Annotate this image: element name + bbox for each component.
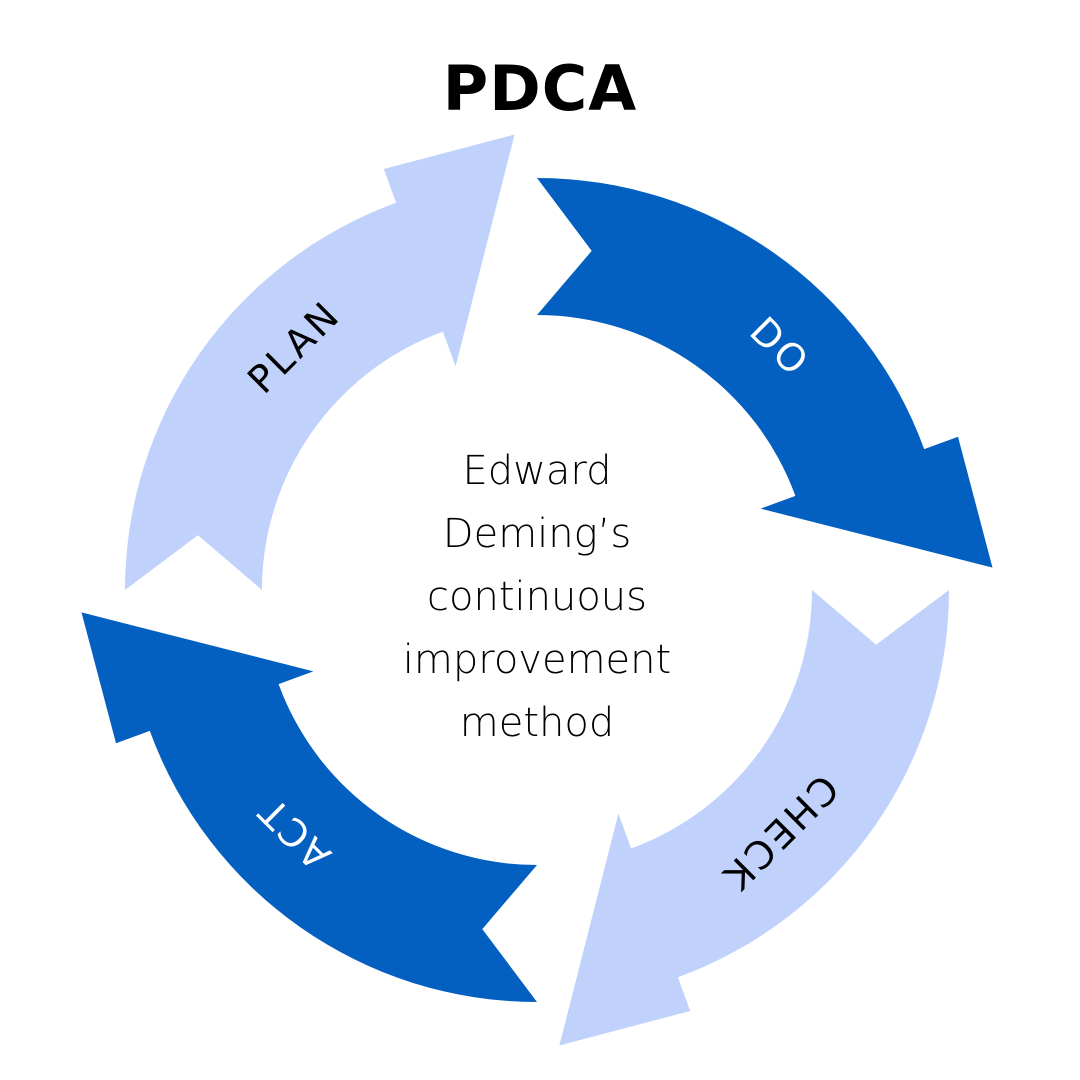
center-text-line: method	[459, 700, 615, 746]
check-arrow: CHECK	[559, 590, 949, 1046]
plan-arrow: PLAN	[124, 134, 515, 590]
center-text-line: continuous	[427, 574, 647, 620]
act-arrow-shape	[81, 612, 537, 1002]
plan-arrow-shape	[124, 134, 515, 590]
center-description: Edward Deming’s continuous improvement m…	[337, 440, 737, 755]
do-arrow: DO	[537, 178, 993, 568]
center-text-line: Deming’s	[442, 511, 632, 557]
check-arrow-shape	[559, 590, 949, 1046]
center-text-line: improvement	[402, 637, 672, 683]
do-arrow-shape	[537, 178, 993, 568]
act-arrow: ACT	[81, 612, 537, 1002]
center-text-line: Edward	[462, 448, 612, 494]
page-title: PDCA	[442, 52, 638, 125]
